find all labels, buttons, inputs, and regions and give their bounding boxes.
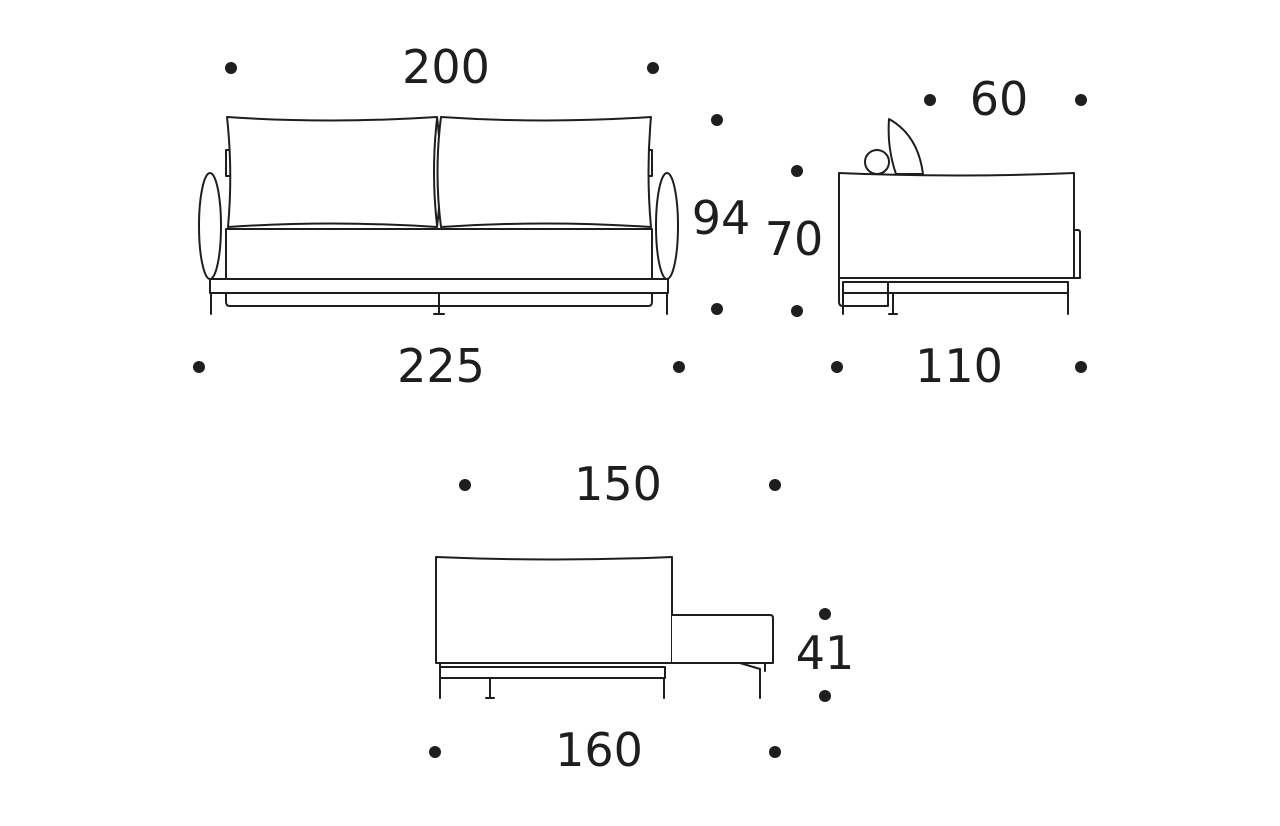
bed-extension: [671, 614, 774, 664]
bed-top-dot-right: [769, 479, 781, 491]
front-view: [198, 116, 679, 315]
bed-top-length-label: 150: [574, 457, 662, 511]
front-width-top-label: 200: [402, 40, 490, 94]
side-seat-height-label: 70: [765, 212, 824, 266]
bed-bottom-dot-left: [429, 746, 441, 758]
side-cushion-depth-label: 60: [970, 72, 1029, 126]
front-bottom-dot-right: [673, 361, 685, 373]
front-frame-rail: [209, 278, 669, 294]
side-bottom-dot-left: [831, 361, 843, 373]
side-round-pillow: [864, 149, 890, 175]
front-height-label: 94: [692, 191, 751, 245]
side-height-dot-bottom: [791, 305, 803, 317]
side-view: [838, 118, 1081, 315]
bed-height-label: 41: [796, 626, 855, 680]
side-rear-arm: [1073, 229, 1081, 279]
side-frame-rail: [842, 281, 1069, 294]
front-height-dot-top: [711, 114, 723, 126]
front-top-dot-left: [225, 62, 237, 74]
bed-main-body: [435, 556, 673, 664]
front-seat: [225, 228, 653, 280]
bed-top-dot-left: [459, 479, 471, 491]
front-top-dot-right: [647, 62, 659, 74]
bed-view: [435, 556, 774, 699]
side-back-cushion: [887, 118, 924, 175]
side-depth-label: 110: [915, 339, 1003, 393]
front-back-cushion-left: [226, 116, 442, 228]
front-height-dot-bottom: [711, 303, 723, 315]
bed-extension-leg: [739, 662, 761, 699]
front-bottom-dot-left: [193, 361, 205, 373]
side-top-dot-right: [1075, 94, 1087, 106]
front-armrest-right: [655, 172, 679, 280]
bed-frame-rail: [439, 666, 666, 679]
side-height-dot-top: [791, 165, 803, 177]
side-bottom-dot-right: [1075, 361, 1087, 373]
front-back-cushion-right: [436, 116, 652, 228]
side-top-dot-left: [924, 94, 936, 106]
bed-height-dot-top: [819, 608, 831, 620]
bed-height-dot-bottom: [819, 690, 831, 702]
front-width-bottom-label: 225: [397, 339, 485, 393]
side-body: [838, 172, 1075, 279]
bed-bottom-dot-right: [769, 746, 781, 758]
front-armrest-left: [198, 172, 222, 280]
front-cushion-center-seam: [433, 118, 438, 226]
bed-total-length-label: 160: [555, 723, 643, 777]
